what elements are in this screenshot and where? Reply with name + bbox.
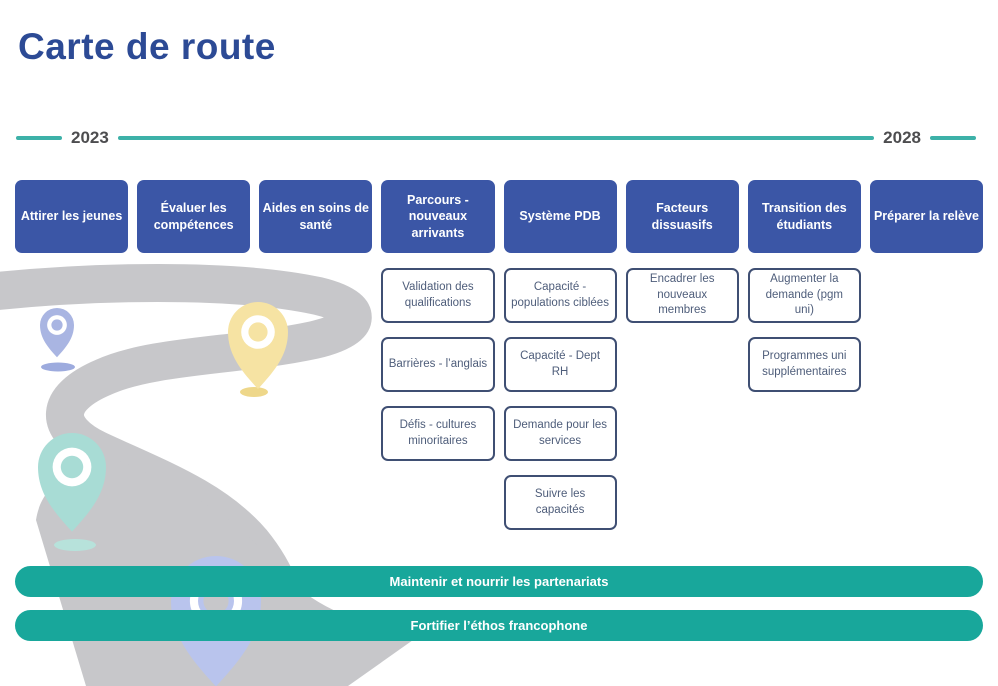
roadmap-column: Préparer la relève [869,180,983,530]
phase-box: Aides en soins de santé [259,180,373,253]
map-pin-blue-icon [40,308,75,372]
initiative-box: Encadrer les nouveaux membres [625,268,739,323]
roadmap-column: Attirer les jeunes [15,180,129,530]
timeline-start-year: 2023 [71,128,109,147]
phase-box: Transition des étudiants [747,180,861,253]
initiative-box: Capacité - Dept RH [503,337,617,392]
timeline-line-segment [117,136,875,140]
initiative-box: Barrières - l’anglais [381,337,495,392]
initiative-box: Capacité - populations ciblées [503,268,617,323]
map-pin-yellow-icon [228,302,288,397]
initiative-box: Validation des qualifications [381,268,495,323]
map-pin-teal-icon [38,433,106,551]
timeline-end-year: 2028 [883,128,921,147]
initiative-box: Suivre les capacités [503,475,617,530]
phase-box: Système PDB [503,180,617,253]
phase-box: Préparer la relève [869,180,983,253]
roadmap-column: Aides en soins de santé [259,180,373,530]
roadmap-column: Système PDB Capacité - populations ciblée… [503,180,617,530]
initiative-box: Demande pour les services [503,406,617,461]
initiative-box: Augmenter la demande (pgm uni) [747,268,861,323]
page-title: Carte de route [18,26,276,67]
continuous-band: Maintenir et nourrir les partenariats [15,566,983,597]
continuous-band: Fortifier l’éthos francophone [15,610,983,641]
timeline: 2023 2028 [16,125,976,151]
timeline-line-segment [16,136,62,140]
phase-box: Parcours - nouveaux arrivants [381,180,495,253]
phase-box: Facteurs dissuasifs [625,180,739,253]
timeline-line-segment [930,136,976,140]
roadmap-column: Évaluer les compétences [137,180,251,530]
phase-box: Attirer les jeunes [15,180,129,253]
phase-box: Évaluer les compétences [137,180,251,253]
initiative-box: Programmes uni supplémentaires [747,337,861,392]
initiative-box: Défis - cultures minoritaires [381,406,495,461]
